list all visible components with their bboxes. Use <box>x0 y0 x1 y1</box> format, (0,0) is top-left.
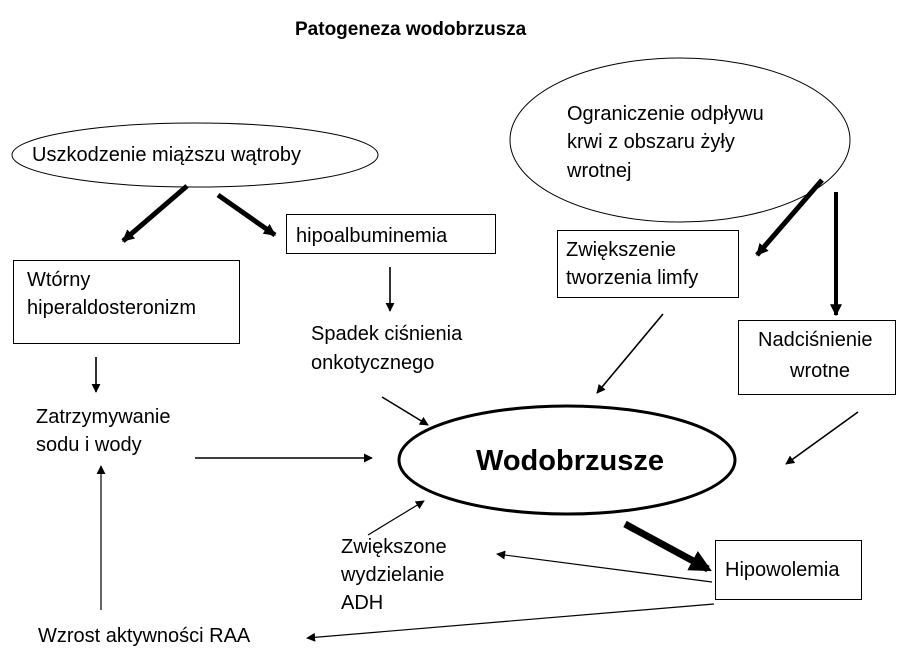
adh-secretion-line2: wydzielanie <box>341 564 445 586</box>
liver-damage-ellipse <box>11 122 379 188</box>
portal-outflow-ellipse <box>509 57 851 223</box>
portal-outflow-label-line1: Ograniczenie odpływu <box>567 103 764 125</box>
arrow-oncotic-to-ascites <box>381 396 429 426</box>
arrow-hypovolemia-to-adh <box>496 550 713 583</box>
hypoalbuminemia-label: hipoalbuminemia <box>296 225 448 247</box>
portal-hypertension-line1: Nadciśnienie <box>758 329 873 351</box>
arrow-liver-to-hyperaldosteronism <box>121 184 189 243</box>
secondary-hyperaldosteronism-box <box>13 260 240 344</box>
ascites-label: Wodobrzusze <box>476 445 664 477</box>
liver-damage-label: Uszkodzenie miąższu wątroby <box>32 144 301 166</box>
oncotic-pressure-line2: onkotycznego <box>311 352 435 374</box>
hypovolemia-label: Hipowolemia <box>725 559 840 581</box>
arrow-hypertension-to-ascites <box>785 411 859 465</box>
arrow-lymph-to-ascites <box>596 313 664 394</box>
hypoalbuminemia-box <box>286 214 496 254</box>
oncotic-pressure-line1: Spadek ciśnienia <box>311 323 463 345</box>
arrow-adh-to-ascites <box>367 500 425 536</box>
hypovolemia-box <box>715 540 862 600</box>
portal-outflow-label-line3: wrotnej <box>567 160 632 182</box>
adh-secretion-line3: ADH <box>341 592 384 614</box>
lymph-formation-line2: tworzenia limfy <box>566 267 699 289</box>
raa-activity-label: Wzrost aktywności RAA <box>38 625 251 647</box>
sodium-water-retention-line1: Zatrzymywanie <box>36 406 171 428</box>
arrow-liver-to-hypoalbuminemia <box>216 192 277 238</box>
portal-hypertension-box <box>738 320 896 395</box>
secondary-hyperaldosteronism-line2: hiperaldosteronizm <box>27 297 196 319</box>
lymph-formation-box <box>557 230 739 298</box>
secondary-hyperaldosteronism-line1: Wtórny <box>27 269 91 291</box>
portal-outflow-label-line2: krwi z obszaru żyły <box>567 131 735 153</box>
arrow-ascites-to-hypovolemia <box>623 520 712 573</box>
portal-hypertension-line2: wrotne <box>790 360 851 382</box>
lymph-formation-line1: Zwiększenie <box>566 239 677 261</box>
diagram-title: Patogeneza wodobrzusza <box>295 19 527 40</box>
sodium-water-retention-line2: sodu i wody <box>36 434 142 456</box>
adh-secretion-line1: Zwiększone <box>341 536 447 558</box>
arrow-portal-to-lymph <box>755 178 824 257</box>
arrow-hypovolemia-to-raa <box>306 603 715 642</box>
ascites-ellipse <box>397 404 737 516</box>
